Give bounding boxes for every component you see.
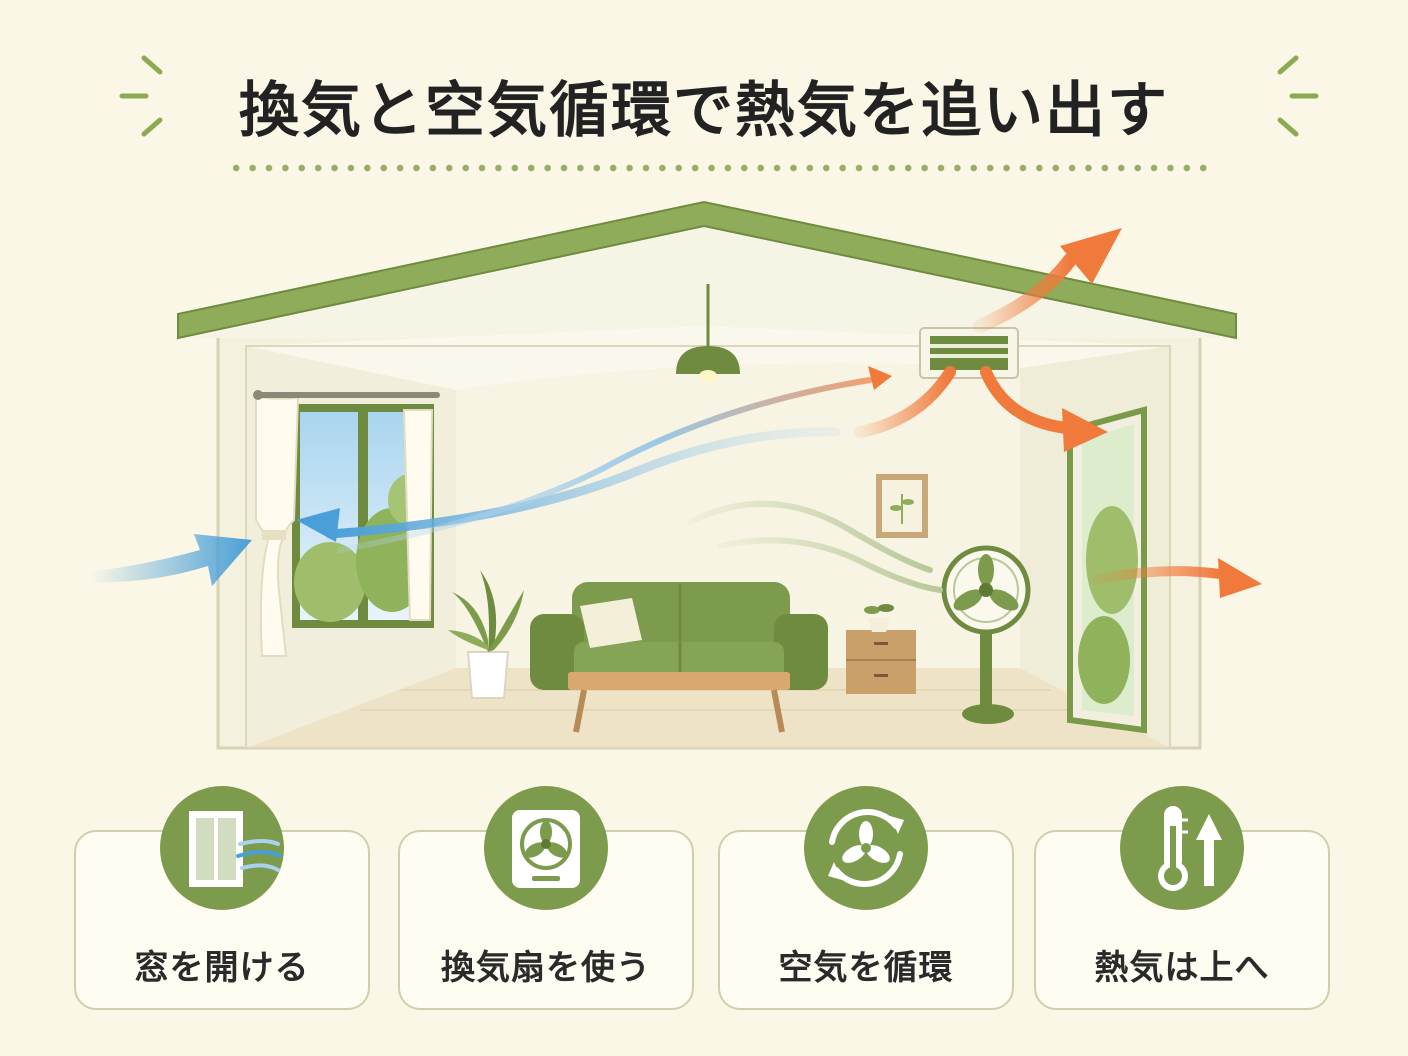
ceiling-vent (919, 327, 1019, 379)
circulation-flow-2 (717, 537, 943, 593)
card-use-fan: 換気扇を使う (398, 786, 694, 1010)
cool-air-flow-to-window (325, 427, 841, 539)
hot-air-exhaust-door-out (1091, 566, 1225, 585)
card-circulate-air: 空気を循環 (718, 786, 1014, 1010)
title-burst-right (1277, 55, 1319, 137)
open-door (1067, 406, 1147, 734)
card-label: 換気扇を使う (441, 948, 651, 988)
card-label: 熱気は上へ (1094, 948, 1270, 988)
card-label: 空気を循環 (778, 948, 954, 988)
pendant-lamp (676, 284, 740, 382)
wall-picture (876, 474, 928, 538)
vent-arrowhead (868, 366, 892, 390)
roof (177, 200, 1237, 340)
title-burst-left (119, 55, 163, 137)
curtain (253, 390, 440, 657)
page-title: 換気と空気循環で熱気を追い出す (239, 76, 1169, 146)
window-breeze-icon (160, 786, 284, 910)
potted-plant (448, 570, 524, 699)
cool-air-inflow-arrow (90, 534, 252, 586)
electric-fan (941, 545, 1031, 724)
cool-air-arrowhead (296, 508, 340, 542)
coffee-table (568, 672, 790, 733)
air-circulation-icon (804, 786, 928, 910)
hot-air-exhaust-to-door (980, 366, 1072, 434)
sofa (530, 582, 828, 690)
hot-air-exhaust-vent-left (854, 366, 956, 438)
title-dotted-divider (228, 164, 1208, 172)
hot-air-exhaust-roof (973, 253, 1077, 333)
ventilation-fan-icon (484, 786, 608, 910)
card-heat-rises: 熱気は上へ (1034, 786, 1330, 1010)
side-table (846, 604, 916, 694)
circulation-flow-1 (687, 500, 933, 573)
card-open-window: 窓を開ける (74, 786, 370, 1010)
card-label: 窓を開ける (134, 948, 310, 988)
thermometer-up-icon (1120, 786, 1244, 910)
air-flow-to-vent (337, 377, 873, 553)
